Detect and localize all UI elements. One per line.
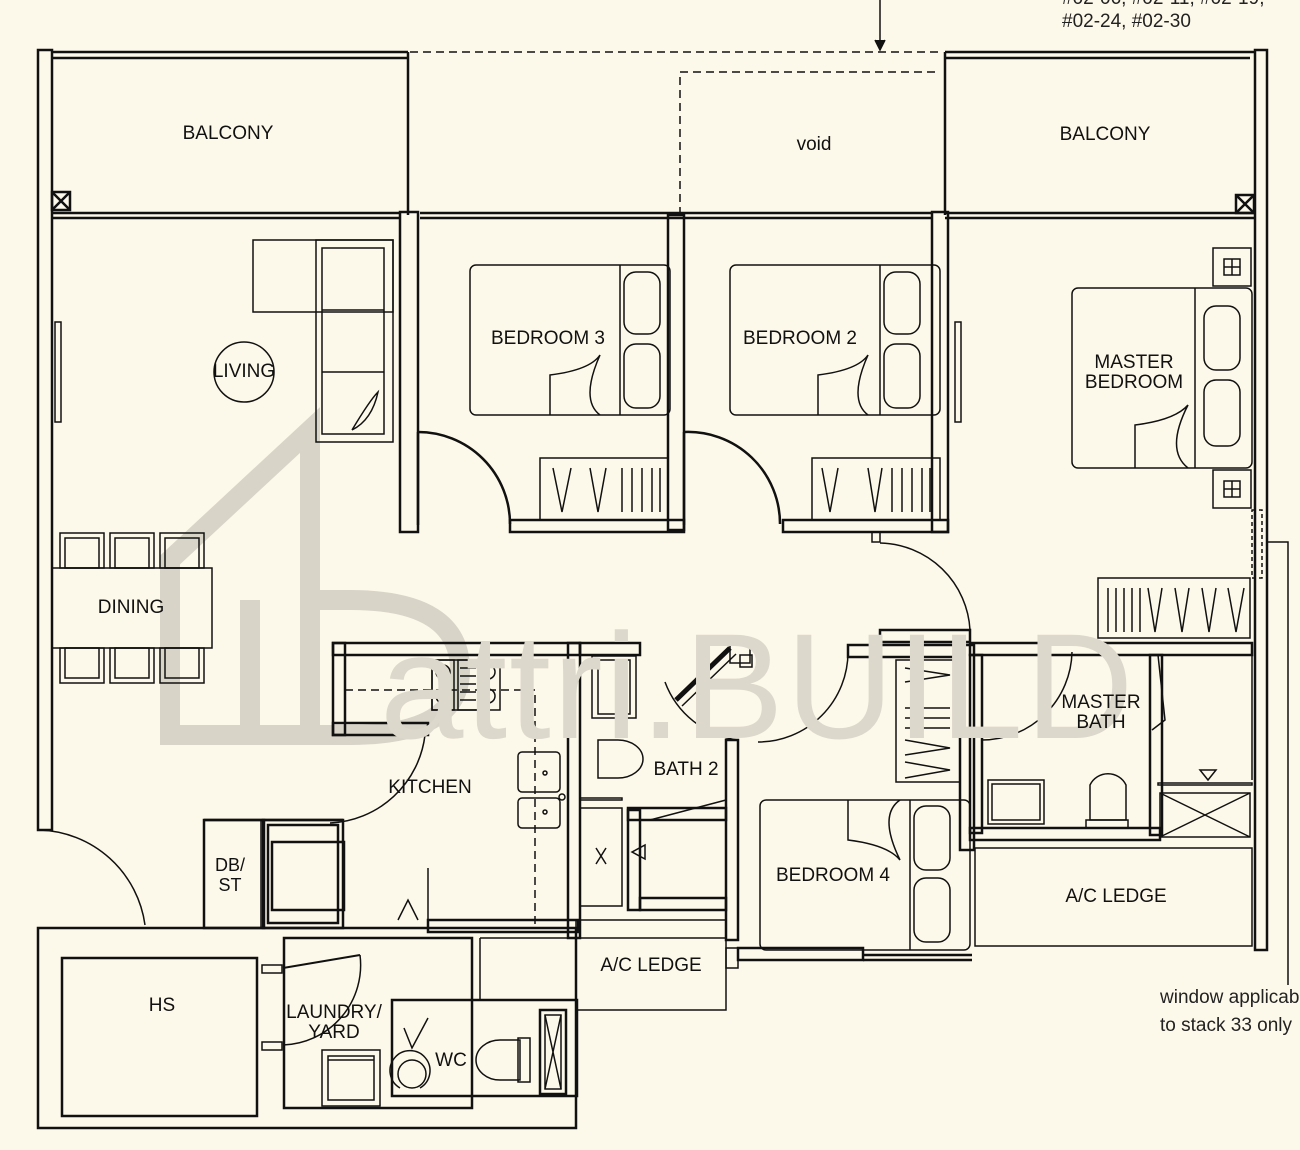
dining-label: DINING [97,597,165,618]
bath2-walls [578,641,740,942]
master-bath-label-line1: MASTER [1061,692,1141,713]
kitchen-counter [345,659,566,925]
entrance-door [39,829,146,926]
bath2-fixtures [579,642,753,907]
master-bedroom-label-line1: MASTER [1094,352,1174,373]
void-label: void [796,134,832,155]
master-wardrobe [1097,577,1251,639]
service-walls [36,926,579,1130]
void-outline [410,0,940,215]
wc-label: WC [435,1050,467,1071]
bedroom4-wardrobe [895,659,961,783]
living-label: LIVING [212,361,276,382]
window-note-line1: window applicable [1160,987,1300,1008]
watermark-text: attri.BUILD [380,602,1136,770]
bath2-label: BATH 2 [653,759,719,780]
master-bed [1071,247,1253,509]
ac-ledge-bottom [479,919,739,1011]
bedroom2-label: BEDROOM 2 [742,328,858,349]
bedroom3-bed [469,264,671,416]
window-leader-line [1266,541,1289,985]
watermark-logo [160,407,471,745]
bedroom3-walls [398,210,686,534]
unit-list-line1: #02-06, #02-11, #02-19, [1062,0,1264,11]
dbst-label-line1: DB/ [214,855,246,875]
bedroom2-walls [682,210,950,534]
laundry-label-line1: LAUNDRY/ [286,1002,382,1023]
bedroom4-label: BEDROOM 4 [775,865,891,886]
ac-ledge-right-label: A/C LEDGE [1065,886,1167,907]
master-bath-walls [968,641,1254,842]
laundry-label-line2: YARD [308,1022,360,1043]
living-symbol [213,341,275,403]
bedroom4-bed [759,799,971,951]
master-bath-fixtures [987,654,1253,838]
sofa [252,239,394,443]
washer [321,1049,381,1107]
hs-label: HS [148,995,176,1016]
master-bedroom-label-line2: BEDROOM [1084,372,1184,393]
window-note-line2: to stack 33 only [1160,1015,1293,1036]
ac-ledge-bottom-label: A/C LEDGE [600,955,702,976]
wc-fixtures [389,1014,562,1090]
bedroom2-wardrobe [811,457,941,521]
bedroom2-bed [729,264,941,416]
dining-set [51,532,213,684]
unit-list-line2: #02-24, #02-30 [1062,11,1191,32]
exterior-walls [36,48,1269,952]
dbst-label-line2: ST [218,875,242,895]
balcony-left-label: BALCONY [182,123,274,144]
master-bath-label-line2: BATH [1076,712,1126,733]
balcony-right-label: BALCONY [1059,124,1151,145]
kitchen-label: KITCHEN [388,777,472,798]
master-door-swing [879,542,971,631]
bedroom3-label: BEDROOM 3 [490,328,606,349]
bedroom3-wardrobe [539,457,669,521]
